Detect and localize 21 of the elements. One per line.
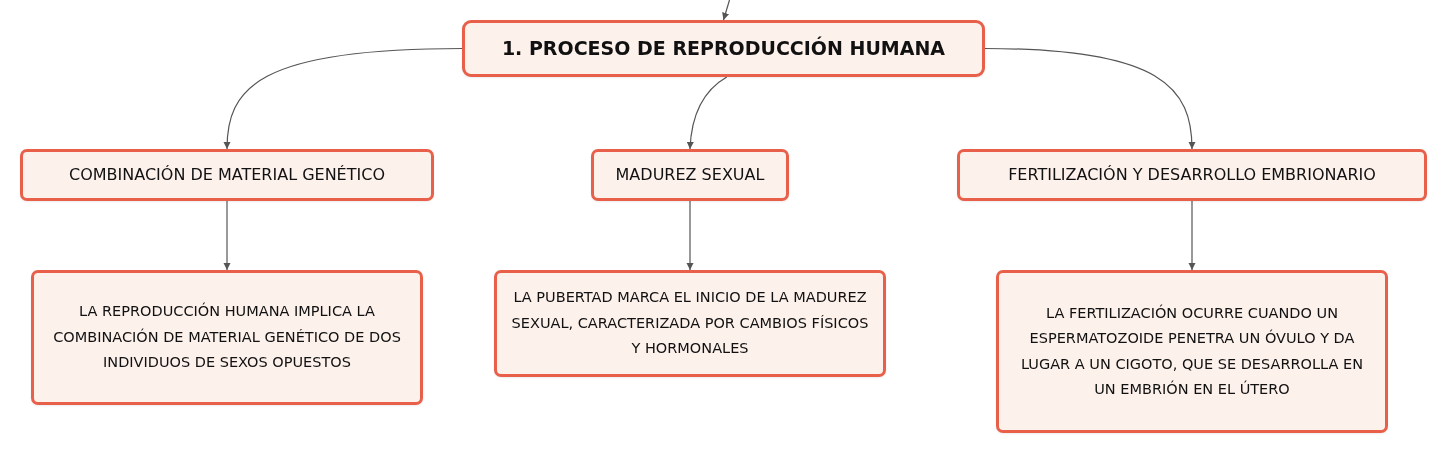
arrow bbox=[984, 47, 1196, 150]
arrow bbox=[686, 76, 728, 150]
subtopic-box bbox=[957, 149, 1427, 201]
arrow bbox=[686, 200, 694, 271]
description-box bbox=[494, 270, 886, 377]
arrow bbox=[223, 47, 463, 150]
arrow bbox=[722, 0, 731, 21]
topic-label: COMBINACIÓN DE MATERIAL GENÉTICO bbox=[69, 164, 385, 186]
description-box bbox=[996, 270, 1388, 433]
topic-label: MADUREZ SEXUAL bbox=[615, 164, 765, 186]
description-text: LA REPRODUCCIÓN HUMANA IMPLICA LA COMBINACIÓN DE MATERIAL GENÉTICO DE DOS INDIVIDUOS DE SEXOS OPUESTOS bbox=[52, 301, 402, 373]
subtopic-box bbox=[591, 149, 789, 201]
arrow bbox=[1188, 200, 1196, 271]
description-box bbox=[31, 270, 423, 405]
subtopic-box bbox=[20, 149, 434, 201]
topic-label: 1. PROCESO DE REPRODUCCIÓN HUMANA bbox=[501, 36, 946, 61]
topic-box bbox=[462, 20, 985, 77]
description-text: LA FERTILIZACIÓN OCURRE CUANDO UN ESPERMATOZOIDE PENETRA UN ÓVULO Y DA LUGAR A UN CIGOTO, QUE SE DESARROLLA EN UN EMBRIÓN EN EL ÚTERO bbox=[1020, 303, 1364, 399]
topic-label: FERTILIZACIÓN Y DESARROLLO EMBRIONARIO bbox=[1008, 164, 1376, 186]
arrow bbox=[223, 200, 231, 271]
description-text: LA PUBERTAD MARCA EL INICIO DE LA MADUREZ SEXUAL, CARACTERIZADA POR CAMBIOS FÍSICOS Y HORMONALES bbox=[510, 288, 870, 359]
